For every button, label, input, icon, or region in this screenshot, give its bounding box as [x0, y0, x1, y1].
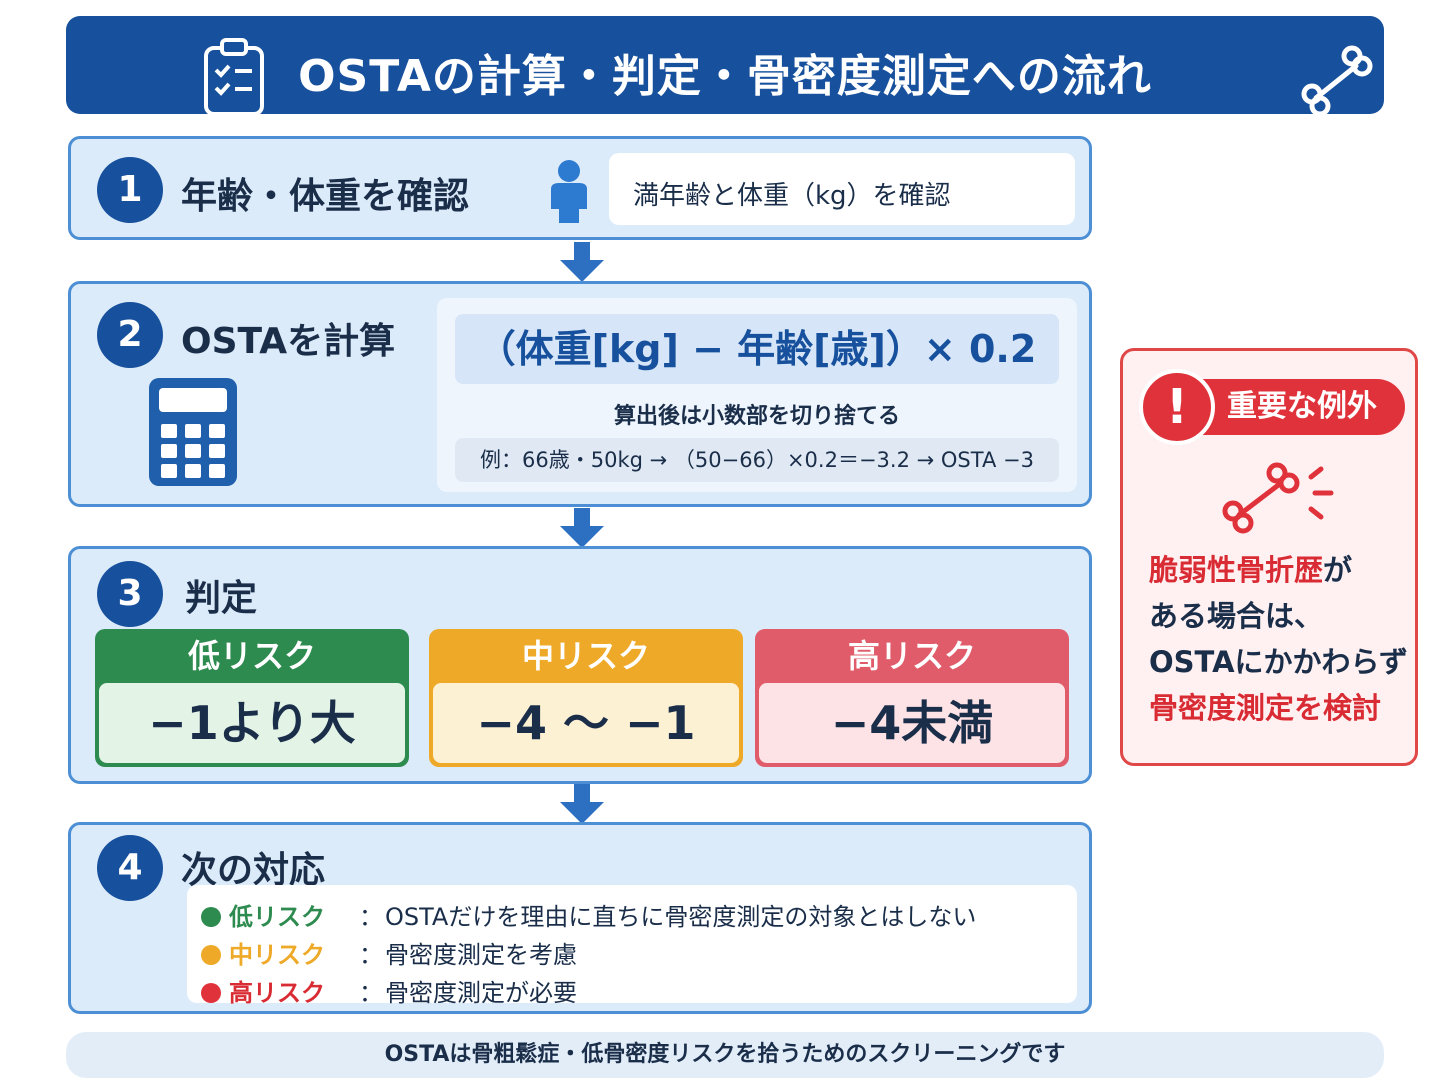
action-risk-label: 高リスク: [229, 979, 325, 1007]
risk-label: 中リスク: [521, 637, 650, 675]
formula: （体重[kg] − 年齢[歳]）× 0.2: [455, 314, 1059, 384]
action-list-box: [187, 885, 1077, 1003]
risk-card-mid: 中リスク −4 〜 −1: [429, 629, 743, 767]
calculator-icon: [149, 378, 237, 486]
risk-threshold: −4未満: [759, 683, 1065, 763]
risk-threshold: −1より大: [99, 683, 405, 763]
action-text: 骨密度測定を考慮: [385, 941, 577, 969]
step1-desc: 満年齢と体重（kg）を確認: [633, 181, 951, 211]
step4-title: 次の対応: [181, 850, 326, 891]
risk-threshold: −4 〜 −1: [433, 683, 739, 763]
separator: ：: [359, 941, 383, 969]
step-number: 1: [97, 157, 163, 223]
risk-label: 高リスク: [847, 637, 976, 675]
step1-title: 年齢・体重を確認: [181, 176, 470, 217]
step-number: 2: [97, 302, 163, 368]
action-risk-label: 中リスク: [229, 941, 325, 969]
calculation-example: 例：66歳・50kg → （50−66）×0.2＝−3.2 → OSTA −3: [455, 438, 1059, 482]
exception-panel: 重要な例外 ! 脆弱性骨折歴が ある場合は、 OSTAにかかわらず 骨密度測定を…: [1120, 348, 1418, 766]
footer-note: OSTAは骨粗鬆症・低骨密度リスクを拾うためのスクリーニングです: [66, 1032, 1384, 1078]
step3-panel: 3 判定 低リスク −1より大 中リスク −4 〜 −1 高リスク −4未満: [68, 546, 1092, 784]
risk-card-low: 低リスク −1より大: [95, 629, 409, 767]
alert-icon: !: [1139, 369, 1215, 445]
risk-label: 低リスク: [187, 637, 316, 675]
step1-desc-box: 満年齢と体重（kg）を確認: [609, 153, 1075, 225]
bone-icon: [1222, 462, 1334, 534]
step-number: 3: [97, 561, 163, 627]
formula-box: （体重[kg] − 年齢[歳]）× 0.2 算出後は小数部を切り捨てる 例：66…: [437, 298, 1077, 492]
exception-highlight: 骨密度測定を検討: [1149, 691, 1382, 725]
exception-highlight: 脆弱性骨折歴: [1149, 553, 1324, 587]
separator: ：: [359, 903, 383, 931]
step1-panel: 1 年齢・体重を確認 満年齢と体重（kg）を確認: [68, 136, 1092, 240]
step4-panel: 4 次の対応 低リスク：OSTAだけを理由に直ちに骨密度測定の対象とはしない 中…: [68, 822, 1092, 1014]
arrow-down-icon: [560, 784, 604, 824]
separator: ：: [359, 979, 383, 1007]
orange-dot-icon: [201, 945, 221, 965]
action-risk-label: 低リスク: [229, 903, 325, 931]
action-item-high: 高リスク ：骨密度測定が必要: [201, 973, 577, 1008]
exception-line: ある場合は、: [1149, 599, 1324, 633]
rounding-note: 算出後は小数部を切り捨てる: [613, 404, 900, 429]
step-number: 4: [97, 835, 163, 901]
green-dot-icon: [201, 907, 221, 927]
exception-text: 脆弱性骨折歴が ある場合は、 OSTAにかかわらず 骨密度測定を検討: [1149, 547, 1413, 731]
step3-title: 判定: [185, 578, 258, 619]
action-item-mid: 中リスク ：骨密度測定を考慮: [201, 935, 577, 970]
arrow-down-icon: [560, 508, 604, 548]
action-item-low: 低リスク ：OSTAだけを理由に直ちに骨密度測定の対象とはしない: [201, 897, 976, 932]
step2-title: OSTAを計算: [181, 321, 396, 362]
page-title: OSTAの計算・判定・骨密度測定への流れ: [298, 51, 1152, 102]
arrow-down-icon: [560, 242, 604, 282]
person-icon: [551, 160, 587, 223]
action-text: OSTAだけを理由に直ちに骨密度測定の対象とはしない: [385, 903, 977, 931]
step2-panel: 2 OSTAを計算 （体重[kg] − 年齢[歳]）× 0.2 算出後は小数部を…: [68, 281, 1092, 507]
exception-line: OSTAにかかわらず: [1149, 645, 1408, 679]
exception-line: が: [1323, 553, 1353, 587]
clipboard-icon: [204, 38, 264, 116]
header-banner: OSTAの計算・判定・骨密度測定への流れ: [66, 16, 1413, 117]
red-dot-icon: [201, 983, 221, 1003]
action-text: 骨密度測定が必要: [385, 979, 577, 1007]
bone-icon: [1301, 45, 1413, 117]
risk-card-high: 高リスク −4未満: [755, 629, 1069, 767]
